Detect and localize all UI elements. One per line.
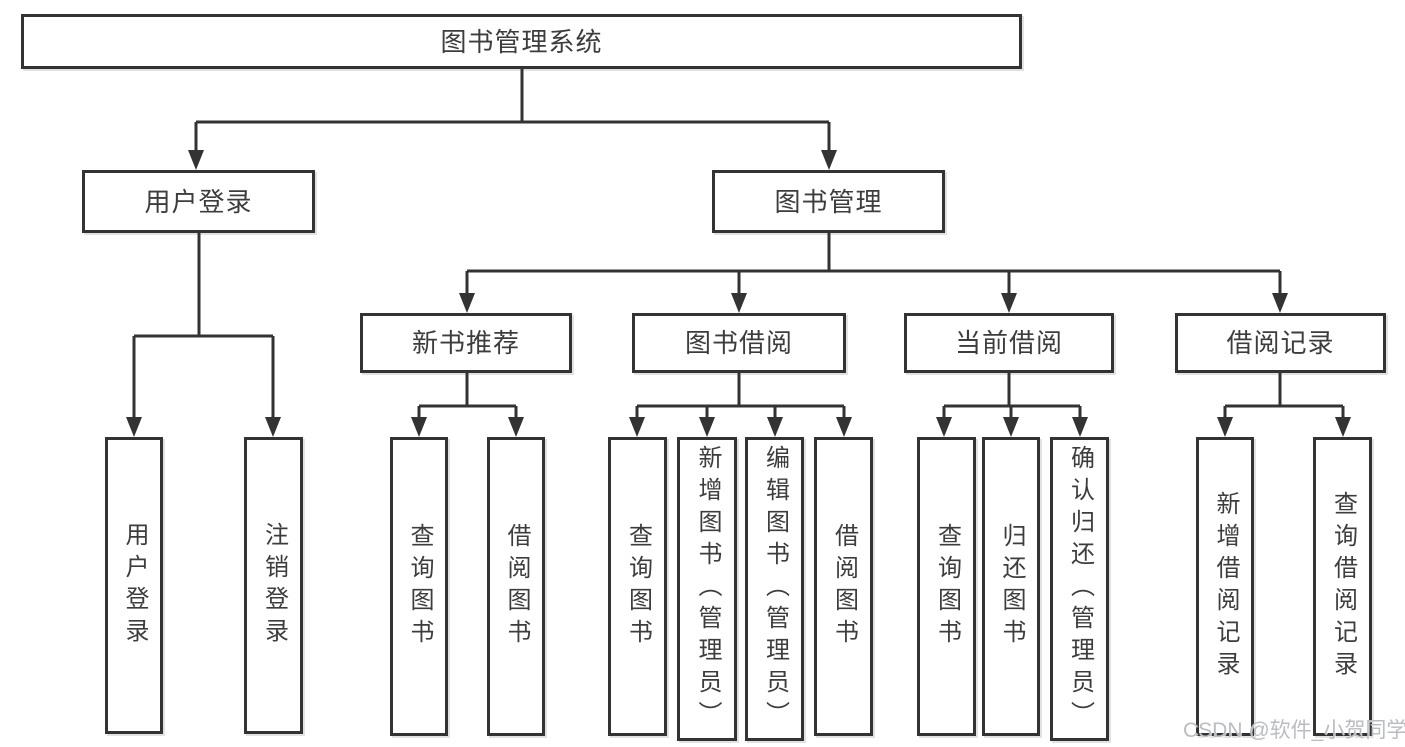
node-current-borrow: 当前借阅: [904, 313, 1114, 373]
node-borrow-records-label: 借阅记录: [1226, 328, 1335, 358]
node-leaf-br-add: 新增借阅记录: [1196, 437, 1254, 736]
node-leaf-user-login-label: 用户登录: [121, 521, 148, 650]
node-leaf-cb-query: 查询图书: [917, 437, 976, 736]
node-current-borrow-label: 当前借阅: [954, 328, 1063, 358]
node-leaf-nbr-borrow-label: 借阅图书: [503, 522, 530, 651]
node-leaf-bb-borrow-label: 借阅图书: [830, 522, 858, 651]
node-leaf-logout-label: 注销登录: [260, 521, 288, 650]
node-leaf-bb-edit: 编辑图书（管理员）: [745, 437, 804, 741]
node-leaf-bb-query: 查询图书: [608, 437, 667, 736]
node-leaf-bb-edit-label: 编辑图书（管理员）: [761, 445, 789, 733]
node-book-borrow-label: 图书借阅: [684, 328, 793, 358]
node-leaf-bb-query-label: 查询图书: [624, 522, 652, 651]
node-user-login: 用户登录: [82, 170, 315, 233]
node-root-label: 图书管理系统: [440, 26, 603, 57]
node-leaf-cb-return: 归还图书: [982, 437, 1040, 736]
node-leaf-nbr-query: 查询图书: [390, 437, 448, 736]
node-leaf-nbr-borrow: 借阅图书: [487, 437, 545, 736]
node-new-book-rec: 新书推荐: [360, 313, 572, 373]
node-leaf-bb-add: 新增图书（管理员）: [677, 437, 737, 741]
node-leaf-cb-return-label: 归还图书: [998, 522, 1025, 651]
node-book-mgmt-label: 图书管理: [774, 186, 883, 217]
node-leaf-logout: 注销登录: [244, 437, 303, 734]
node-user-login-label: 用户登录: [144, 186, 253, 217]
arrowheads: [126, 150, 1351, 437]
node-leaf-user-login: 用户登录: [105, 437, 163, 734]
node-book-mgmt: 图书管理: [712, 170, 945, 233]
node-leaf-bb-borrow: 借阅图书: [814, 437, 873, 736]
node-root: 图书管理系统: [21, 14, 1022, 69]
node-leaf-cb-confirm: 确认归还（管理员）: [1050, 437, 1109, 741]
node-leaf-nbr-query-label: 查询图书: [406, 522, 433, 651]
node-leaf-bb-add-label: 新增图书（管理员）: [694, 445, 721, 733]
node-new-book-rec-label: 新书推荐: [411, 328, 520, 358]
watermark: CSDN @软件_小贺同学: [1183, 719, 1405, 742]
node-leaf-br-add-label: 新增借阅记录: [1212, 490, 1239, 683]
node-leaf-br-query-label: 查询借阅记录: [1329, 490, 1357, 683]
node-leaf-br-query: 查询借阅记录: [1313, 437, 1372, 736]
node-book-borrow: 图书借阅: [632, 313, 846, 373]
node-borrow-records: 借阅记录: [1175, 313, 1386, 373]
node-leaf-cb-query-label: 查询图书: [933, 522, 961, 651]
node-leaf-cb-confirm-label: 确认归还（管理员）: [1066, 445, 1094, 733]
